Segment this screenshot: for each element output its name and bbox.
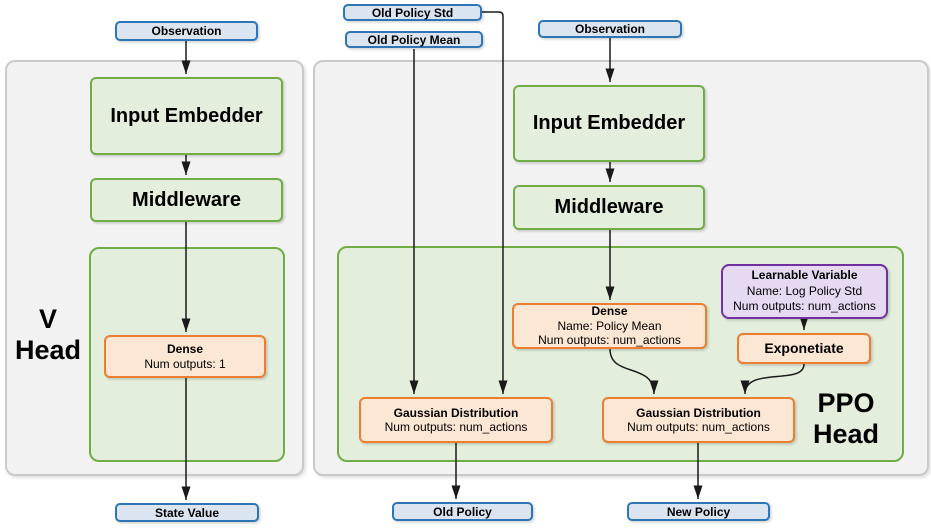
dense-title-left: Dense [166, 342, 204, 356]
old-policy-std-node: Old Policy Std [343, 4, 482, 21]
v-head-title-line1: V [38, 304, 57, 334]
old-policy-node: Old Policy [392, 502, 533, 521]
new-policy-node: New Policy [627, 502, 770, 521]
learnable-variable-box: Learnable Variable Name: Log Policy Std … [721, 264, 888, 319]
input-embedder-box-right: Input Embedder [513, 85, 705, 162]
gaussian-new-title: Gaussian Distribution [636, 405, 761, 420]
arrow-exponetiate-to-gaussian-new [740, 363, 805, 395]
input-embedder-box-left: Input Embedder [90, 77, 283, 155]
input-embedder-label-left: Input Embedder [110, 104, 263, 127]
learnable-variable-title: Learnable Variable [751, 268, 858, 283]
new-policy-label: New Policy [666, 504, 731, 519]
v-head-title-line2: Head [14, 335, 82, 365]
exponetiate-label: Exponetiate [764, 340, 844, 357]
gaussian-old-num-outputs: Num outputs: num_actions [384, 420, 528, 434]
old-policy-mean-label: Old Policy Mean [367, 32, 461, 47]
input-embedder-label-right: Input Embedder [532, 112, 686, 134]
observation-label-right: Observation [574, 22, 646, 36]
old-policy-mean-node: Old Policy Mean [345, 31, 483, 48]
exponetiate-box: Exponetiate [737, 333, 871, 364]
gaussian-old-title: Gaussian Distribution [393, 405, 519, 420]
dense-box-right: Dense Name: Policy Mean Num outputs: num… [512, 303, 707, 349]
middleware-box-left: Middleware [90, 178, 283, 222]
ppo-head-title-line1: PPO [817, 388, 875, 418]
gaussian-distribution-box-old: Gaussian Distribution Num outputs: num_a… [359, 397, 553, 443]
arrow-old-policy-std-to-gaussian-old [482, 11, 508, 394]
middleware-label-right: Middleware [554, 196, 664, 218]
dense-box-left: Dense Num outputs: 1 [104, 335, 266, 378]
learnable-variable-num-outputs: Num outputs: num_actions [733, 299, 876, 314]
old-policy-std-label: Old Policy Std [371, 5, 454, 20]
middleware-label-left: Middleware [132, 188, 241, 211]
old-policy-label: Old Policy [433, 504, 492, 519]
arrow-dense-to-gaussian-new [609, 348, 659, 395]
ppo-head-title-line2: Head [812, 419, 880, 449]
state-value-node: State Value [115, 503, 259, 522]
middleware-box-right: Middleware [513, 185, 705, 230]
dense-title-right: Dense [591, 304, 628, 319]
learnable-variable-name: Name: Log Policy Std [746, 283, 863, 298]
ppo-head-title: PPO Head [800, 388, 892, 450]
observation-label-left: Observation [151, 24, 222, 38]
state-value-label: State Value [154, 505, 220, 520]
dense-num-outputs-left: Num outputs: 1 [144, 356, 226, 371]
observation-node-left: Observation [115, 21, 258, 41]
gaussian-new-num-outputs: Num outputs: num_actions [627, 420, 770, 434]
observation-node-right: Observation [538, 20, 682, 38]
v-head-title: V Head [8, 304, 88, 366]
dense-num-outputs-right: Num outputs: num_actions [538, 333, 681, 348]
dense-name-right: Name: Policy Mean [557, 318, 662, 333]
gaussian-distribution-box-new: Gaussian Distribution Num outputs: num_a… [602, 397, 795, 443]
